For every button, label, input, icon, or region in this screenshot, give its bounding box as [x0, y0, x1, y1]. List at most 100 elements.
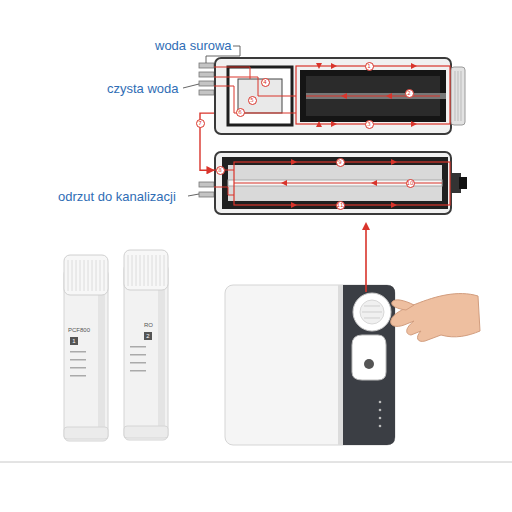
- end-cap: [451, 67, 465, 125]
- filter-media: [306, 76, 440, 116]
- membrane: [228, 165, 442, 201]
- cap-rib: [148, 255, 149, 286]
- fine-print: [70, 351, 86, 353]
- flow-label: czysta woda: [107, 81, 179, 96]
- cartridge-cap: [64, 255, 108, 295]
- purifier-body: [353, 293, 391, 331]
- cap-rib: [128, 255, 129, 286]
- fine-print: [130, 370, 146, 372]
- cartridge-cap: [124, 250, 168, 290]
- leader-line: [188, 194, 199, 196]
- cap-rib: [152, 255, 153, 286]
- filter-core: [300, 70, 446, 122]
- flow-path: [214, 67, 296, 113]
- node-outline: [122, 250, 170, 442]
- node-outline: [62, 255, 110, 443]
- purifier-body: [352, 335, 386, 380]
- inlet-ports: [199, 63, 214, 197]
- cap-rib: [160, 255, 161, 286]
- flow-arrow: [291, 202, 297, 208]
- shading: [98, 271, 105, 439]
- cap-rib: [136, 255, 137, 286]
- flow-arrow: [391, 202, 397, 208]
- cap-rib: [100, 260, 101, 291]
- pointer-arrow: [365, 228, 367, 292]
- purifier-body: [379, 401, 382, 404]
- flow-path: [306, 95, 440, 96]
- hand: [391, 294, 480, 342]
- inlet-ports: [199, 72, 214, 77]
- prod-num: 2: [144, 332, 152, 340]
- flow-arrow: [341, 93, 347, 99]
- inlet-ports: [199, 90, 214, 95]
- callout-number: 10: [406, 179, 415, 188]
- callout-number: 2: [405, 89, 414, 98]
- cap-rib: [104, 260, 105, 291]
- cap-rib: [88, 260, 89, 291]
- flow-arrow: [411, 121, 417, 127]
- cap-rib: [80, 260, 81, 291]
- cap-rib: [458, 71, 459, 121]
- callout-number: 6: [236, 108, 245, 117]
- purifier-body: [379, 409, 382, 412]
- membrane-stage-cutaway: 8 9 10 11: [214, 151, 466, 215]
- inlet-ports: [199, 192, 214, 197]
- purifier-body: [338, 285, 343, 445]
- purifier-body: [225, 285, 395, 445]
- membrane-shell: [222, 157, 448, 209]
- callout-number: 3: [365, 120, 374, 129]
- leader-line: [183, 84, 199, 88]
- flow-arrow: [386, 93, 392, 99]
- prod-name: RO: [144, 322, 153, 329]
- flow-arrow: [391, 159, 397, 165]
- flow-arrow: [371, 180, 377, 186]
- callout-number: 1: [365, 62, 374, 71]
- cap-rib: [84, 260, 85, 291]
- purifier-body: [360, 300, 384, 324]
- fine-print: [70, 359, 86, 361]
- flow-arrow: [291, 159, 297, 165]
- inlet-ports: [199, 182, 214, 187]
- flow-arrow: [331, 63, 337, 69]
- callout-number: 8: [216, 166, 225, 175]
- cap-rib: [156, 255, 157, 286]
- filter-cartridge: RO 2: [122, 250, 170, 442]
- fine-print: [130, 354, 146, 356]
- flow-path: [296, 66, 450, 124]
- prod-num: 1: [70, 337, 78, 345]
- inlet-ports: [199, 81, 214, 86]
- purifier-body: [362, 312, 382, 313]
- footer-rule: [0, 462, 512, 463]
- purifier-body: [364, 359, 374, 369]
- flow-label: woda surowa: [155, 38, 232, 53]
- cap-rib: [164, 255, 165, 286]
- knob: [459, 177, 467, 189]
- flow-arrow: [281, 180, 287, 186]
- flow-arrow: [411, 63, 417, 69]
- flow-arrow: [316, 63, 322, 69]
- purifier-body: [379, 417, 382, 420]
- cap-rib: [72, 260, 73, 291]
- callout-number: 9: [336, 158, 345, 167]
- cartridge-base: [124, 426, 168, 438]
- fine-print: [130, 362, 146, 364]
- cartridge-base: [64, 427, 108, 439]
- cap-rib: [76, 260, 77, 291]
- cap-rib: [455, 71, 456, 121]
- center-pipe: [306, 93, 446, 99]
- purifier-body: [340, 285, 395, 445]
- cap-rib: [132, 255, 133, 286]
- flow-arrow: [316, 121, 322, 127]
- housing: [215, 152, 451, 214]
- shading: [158, 266, 165, 438]
- purifier-body: [364, 318, 380, 319]
- callout-number: 11: [336, 201, 345, 210]
- callout-number: 4: [261, 78, 270, 87]
- flow-path: [234, 162, 450, 205]
- cap-rib: [144, 255, 145, 286]
- purifier-body: [225, 285, 395, 445]
- callout-number: 7: [196, 119, 205, 128]
